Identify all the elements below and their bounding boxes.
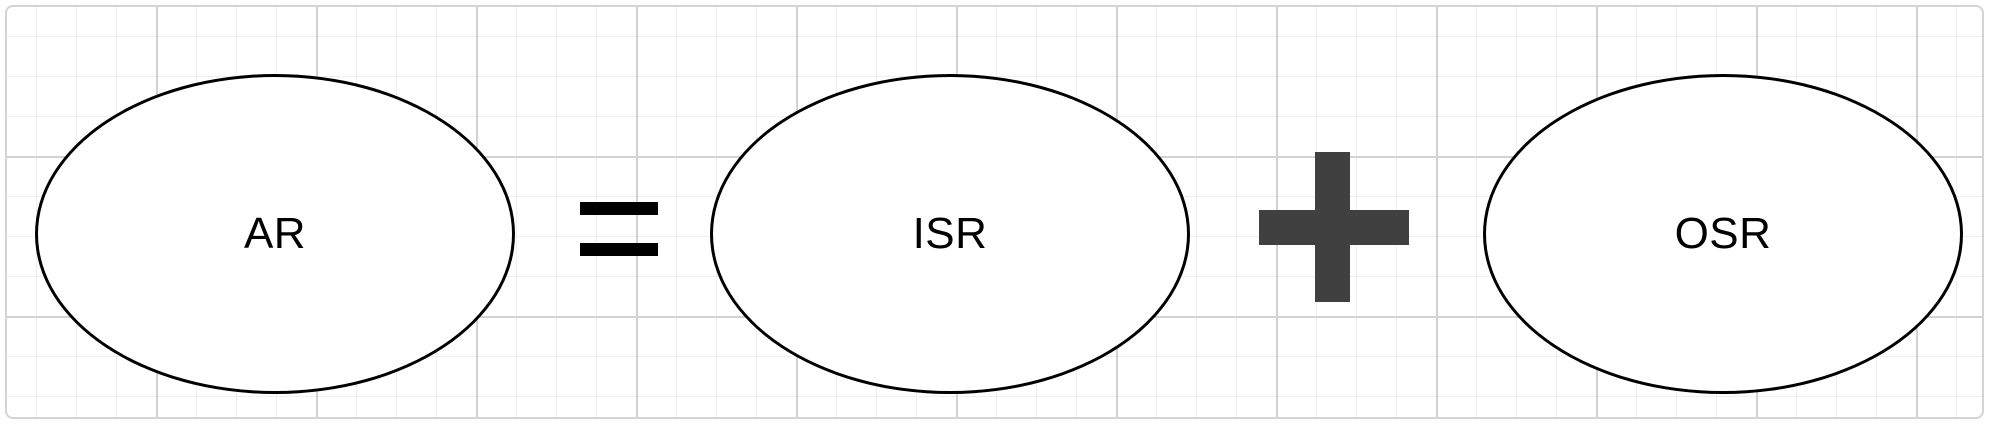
- isr-ellipse-node[interactable]: ISR: [710, 74, 1190, 394]
- osr-label: OSR: [1674, 209, 1772, 258]
- osr-ellipse-node[interactable]: OSR: [1483, 74, 1963, 394]
- ar-ellipse-node[interactable]: AR: [35, 74, 515, 394]
- equals-icon: [580, 202, 658, 256]
- equals-top-bar: [580, 202, 658, 215]
- ar-label: AR: [243, 209, 307, 258]
- plus-vertical-bar: [1315, 152, 1350, 302]
- isr-label: ISR: [912, 209, 988, 258]
- plus-icon: [1259, 152, 1409, 302]
- equals-bottom-bar: [580, 243, 658, 256]
- diagram-canvas: AR ISR OSR: [5, 5, 1984, 419]
